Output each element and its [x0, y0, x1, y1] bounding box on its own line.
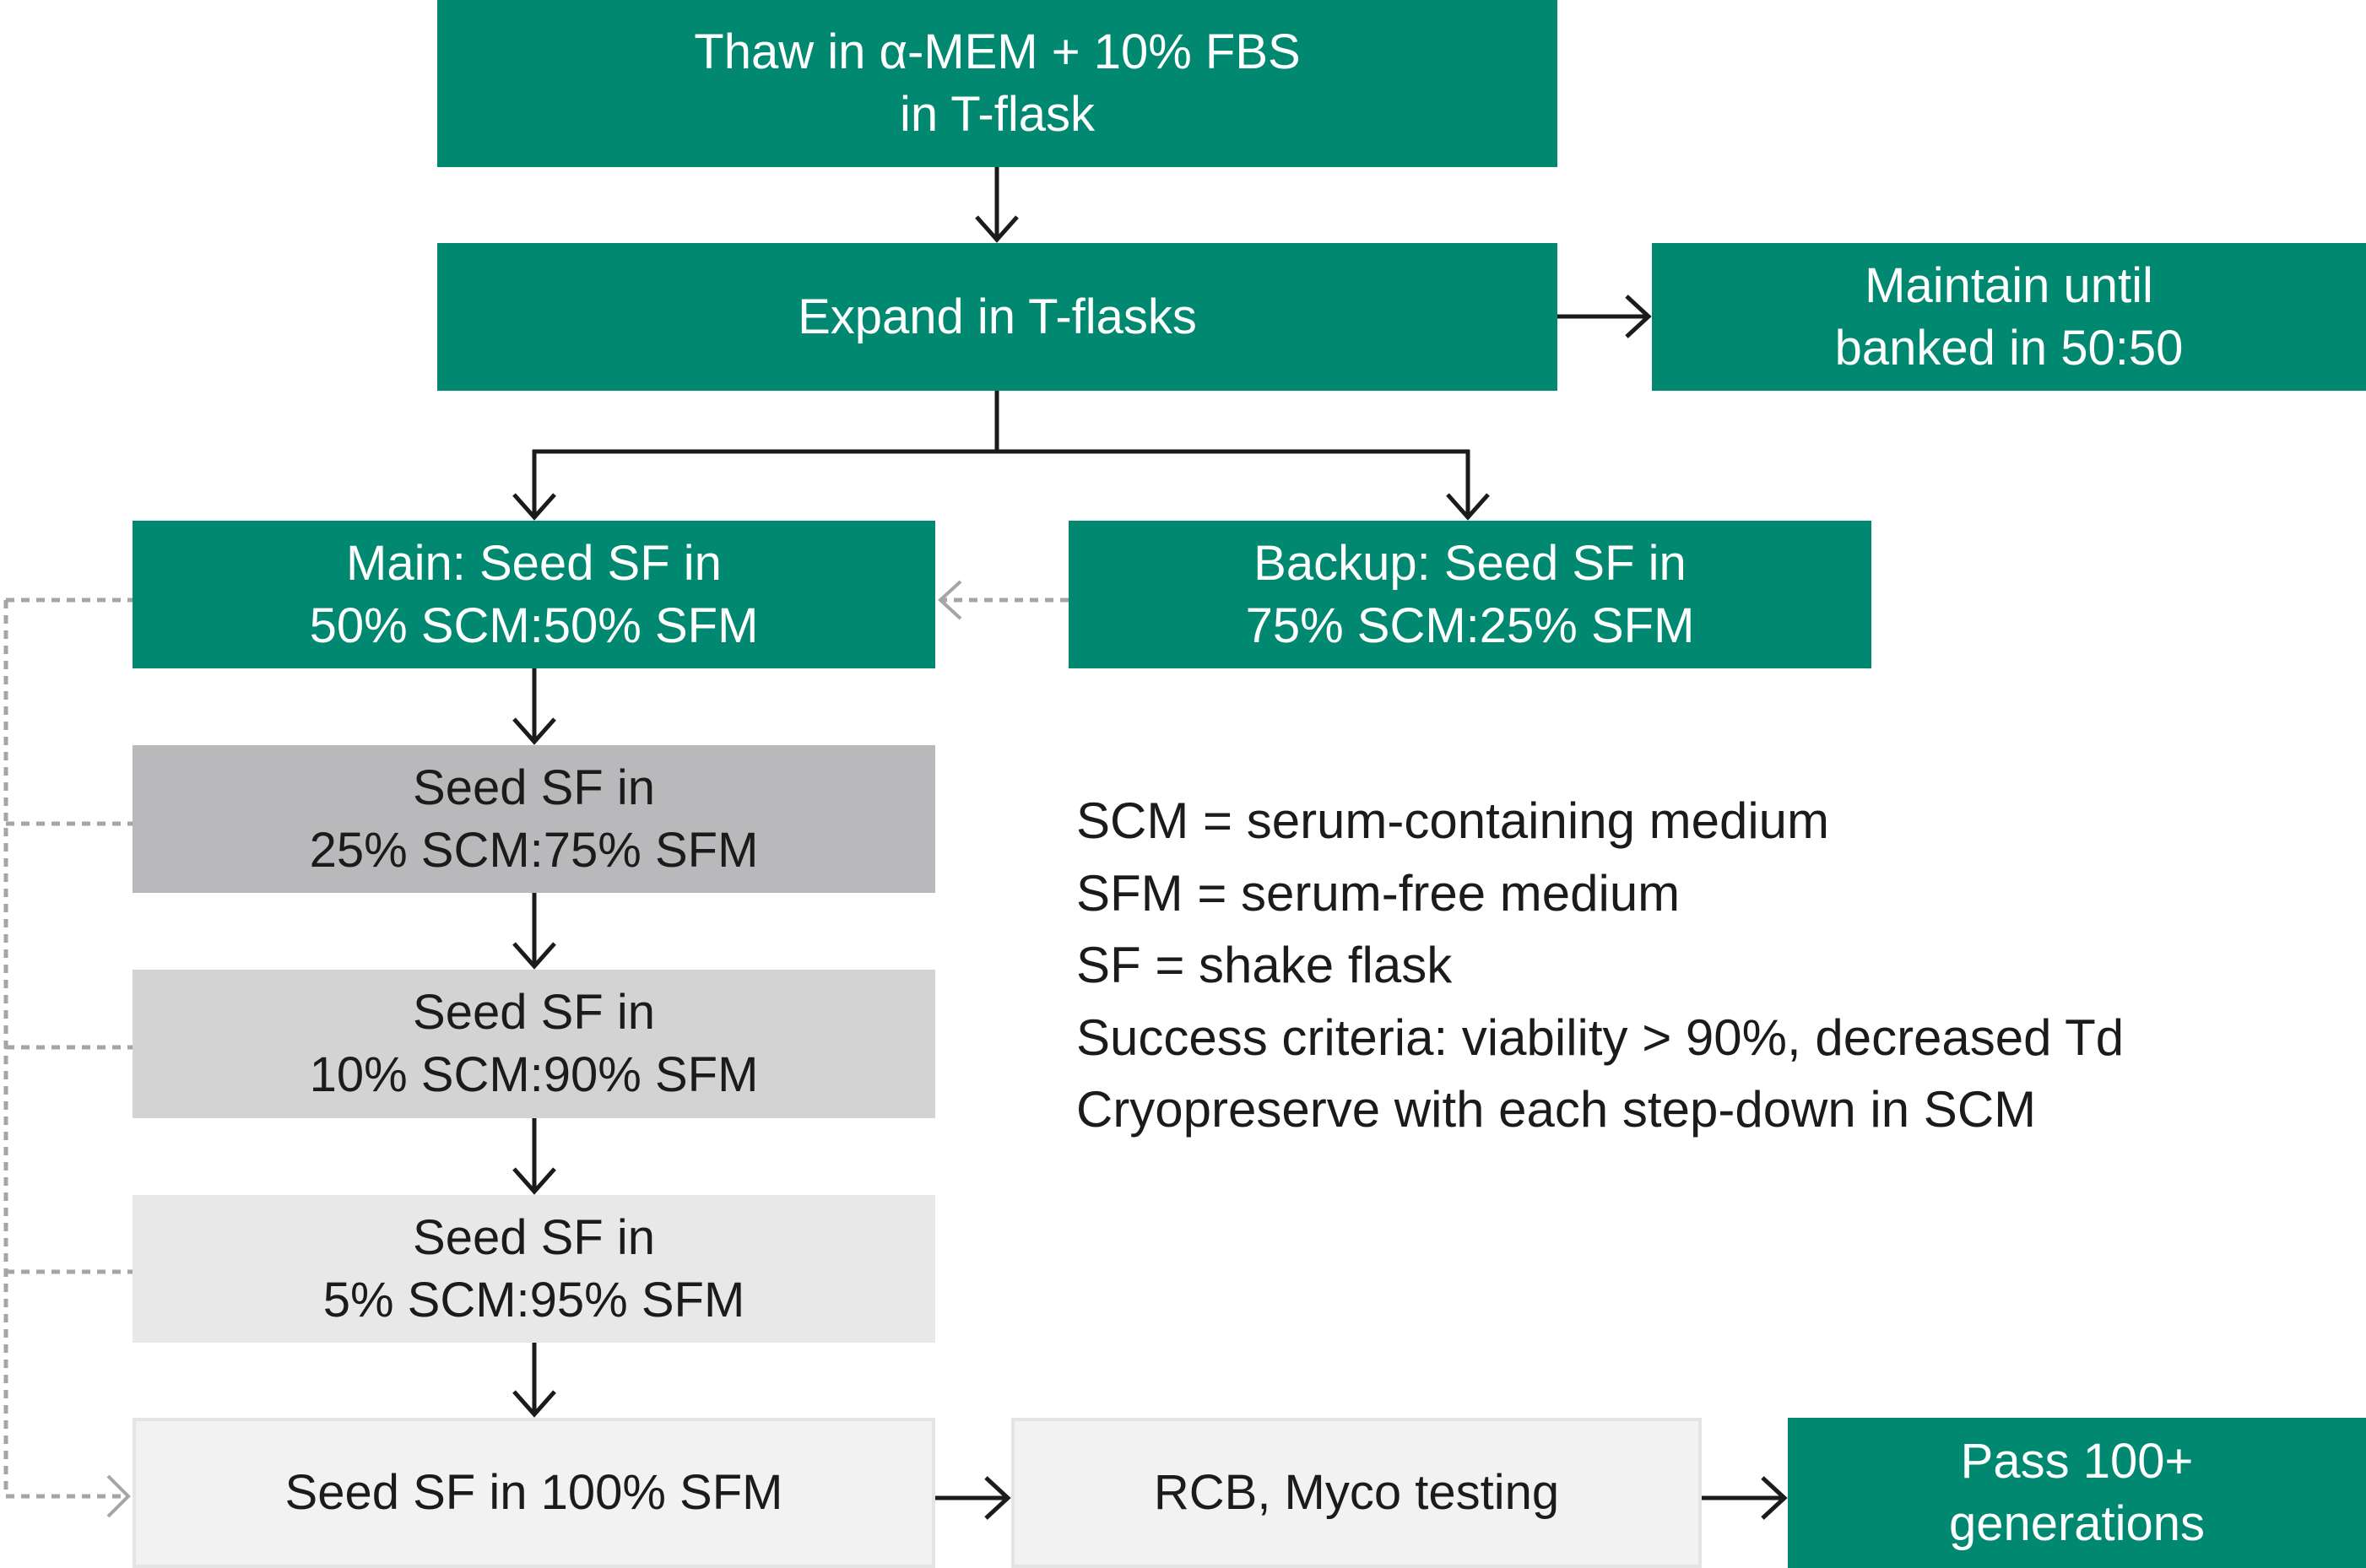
node-step100-line1: Seed SF in 100% SFM: [284, 1465, 783, 1520]
node-step25-line2: 25% SCM:75% SFM: [309, 822, 759, 878]
arrowhead-backup-main-dotted: [938, 580, 962, 620]
arrowhead-bus-step100-dotted: [106, 1474, 131, 1518]
arrowhead-step10-step5: [512, 1167, 556, 1195]
legend-item-scm: SCM = serum-containing medium: [1076, 792, 1830, 849]
arrowhead-main-step25: [512, 717, 556, 745]
arrowhead-step25-step10: [512, 942, 556, 970]
node-pass: Pass 100+ generations: [1788, 1418, 2366, 1568]
arrowhead-expand-maintain: [1625, 295, 1652, 338]
node-testing: RCB, Myco testing: [1011, 1418, 1702, 1568]
node-maintain-line2: banked in 50:50: [1834, 320, 2184, 376]
node-backup-line2: 75% SCM:25% SFM: [1245, 597, 1695, 653]
node-step10-line1: Seed SF in: [413, 985, 655, 1040]
node-step100: Seed SF in 100% SFM: [133, 1418, 935, 1568]
node-main: Main: Seed SF in 50% SCM:50% SFM: [133, 521, 935, 668]
node-step25-line1: Seed SF in: [413, 760, 655, 815]
legend-item-success-criteria: Success criteria: viability > 90%, decre…: [1076, 1008, 2125, 1066]
node-pass-line1: Pass 100+: [1960, 1434, 2194, 1489]
node-expand: Expand in T-flasks: [437, 243, 1557, 391]
node-thaw: Thaw in α-MEM + 10% FBS in T-flask: [437, 0, 1557, 167]
legend-notes: SCM = serum-containing medium SFM = seru…: [1076, 785, 2124, 1146]
node-maintain: Maintain until banked in 50:50: [1652, 243, 2366, 391]
legend-item-cryopreserve: Cryopreserve with each step-down in SCM: [1076, 1081, 2037, 1138]
node-maintain-line1: Maintain until: [1865, 257, 2153, 313]
node-step10: Seed SF in 10% SCM:90% SFM: [133, 970, 935, 1118]
node-expand-line1: Expand in T-flasks: [798, 289, 1197, 344]
arrowhead-branch-backup: [1446, 493, 1490, 521]
arrowhead-step5-step100: [512, 1390, 556, 1418]
node-step5-line1: Seed SF in: [413, 1209, 655, 1265]
node-backup-line1: Backup: Seed SF in: [1253, 535, 1687, 591]
node-testing-line1: RCB, Myco testing: [1153, 1465, 1560, 1520]
node-backup: Backup: Seed SF in 75% SCM:25% SFM: [1069, 521, 1871, 668]
arrowhead-branch-main: [512, 493, 556, 521]
legend-item-sf: SF = shake flask: [1076, 937, 1453, 993]
node-thaw-line2: in T-flask: [899, 87, 1095, 142]
node-step25: Seed SF in 25% SCM:75% SFM: [133, 745, 935, 893]
node-main-line1: Main: Seed SF in: [346, 535, 722, 591]
node-thaw-line1: Thaw in α-MEM + 10% FBS: [694, 24, 1301, 79]
node-step10-line2: 10% SCM:90% SFM: [309, 1047, 759, 1102]
arrowhead-step100-testing: [984, 1476, 1011, 1520]
arrowhead-thaw-expand: [975, 215, 1019, 243]
node-step5-line2: 5% SCM:95% SFM: [322, 1272, 745, 1327]
node-pass-line2: generations: [1948, 1496, 2206, 1551]
arrowhead-testing-pass: [1761, 1476, 1788, 1520]
node-main-line2: 50% SCM:50% SFM: [309, 597, 759, 653]
legend-item-sfm: SFM = serum-free medium: [1076, 864, 1681, 922]
node-step5: Seed SF in 5% SCM:95% SFM: [133, 1195, 935, 1343]
